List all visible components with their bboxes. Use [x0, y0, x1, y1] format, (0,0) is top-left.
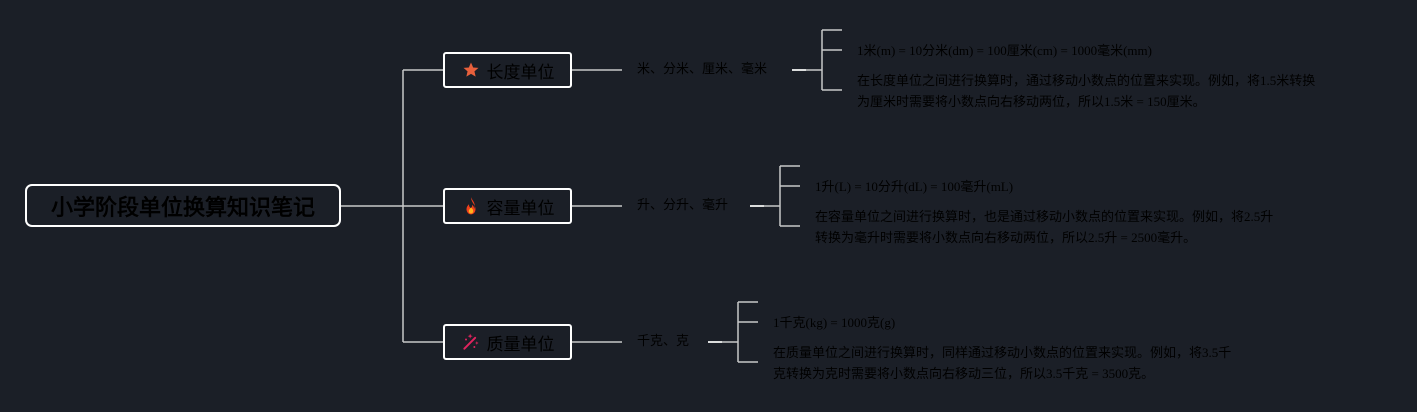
branch-node-volume[interactable]: 容量单位	[443, 188, 572, 224]
branch-label-volume: 容量单位	[486, 198, 555, 219]
note-mass[interactable]: 在质量单位之间进行换算时，同样通过移动小数点的位置来实现。例如，将3.5千 克转…	[773, 342, 1231, 384]
sub-label-mass[interactable]: 千克、克	[637, 334, 690, 349]
branch-label-length: 长度单位	[486, 62, 555, 83]
branch-node-mass[interactable]: 质量单位	[443, 324, 572, 360]
note-volume-line-2: 转换为毫升时需要将小数点向右移动两位，所以2.5升 = 2500毫升。	[815, 230, 1197, 245]
formula-mass[interactable]: 1千克(kg) = 1000克(g)	[773, 315, 896, 330]
note-volume-line-1: 在容量单位之间进行换算时，也是通过移动小数点的位置来实现。例如，将2.5升	[815, 209, 1274, 224]
sparkle-icon	[461, 332, 481, 352]
sub-label-length[interactable]: 米、分米、厘米、毫米	[637, 62, 768, 77]
star-icon	[461, 60, 481, 80]
note-mass-line-1: 在质量单位之间进行换算时，同样通过移动小数点的位置来实现。例如，将3.5千	[773, 345, 1232, 360]
fire-icon	[461, 196, 481, 216]
note-length[interactable]: 在长度单位之间进行换算时，通过移动小数点的位置来实现。例如，将1.5米转换 为厘…	[857, 70, 1315, 112]
note-volume[interactable]: 在容量单位之间进行换算时，也是通过移动小数点的位置来实现。例如，将2.5升 转换…	[815, 206, 1273, 248]
root-node[interactable]: 小学阶段单位换算知识笔记	[25, 184, 341, 227]
branch-node-length[interactable]: 长度单位	[443, 52, 572, 88]
formula-length[interactable]: 1米(m) = 10分米(dm) = 100厘米(cm) = 1000毫米(mm…	[857, 43, 1152, 58]
branch-label-mass: 质量单位	[486, 334, 555, 355]
formula-volume[interactable]: 1升(L) = 10分升(dL) = 100毫升(mL)	[815, 179, 1014, 194]
note-length-line-1: 在长度单位之间进行换算时，通过移动小数点的位置来实现。例如，将1.5米转换	[857, 73, 1316, 88]
note-mass-line-2: 克转换为克时需要将小数点向右移动三位，所以3.5千克 = 3500克。	[773, 366, 1155, 381]
sub-label-volume[interactable]: 升、分升、毫升	[637, 198, 729, 213]
root-title: 小学阶段单位换算知识笔记	[50, 195, 315, 221]
note-length-line-2: 为厘米时需要将小数点向右移动两位，所以1.5米 = 150厘米。	[857, 94, 1206, 109]
